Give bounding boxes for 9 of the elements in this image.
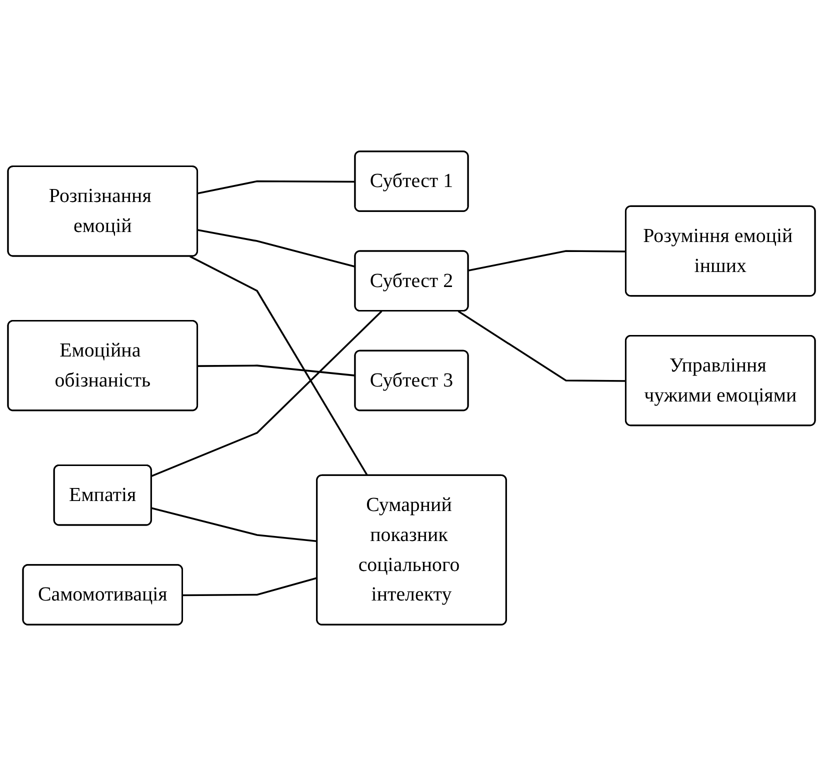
connector xyxy=(151,507,318,542)
connector xyxy=(468,250,626,272)
connector xyxy=(458,310,626,382)
connector xyxy=(190,256,368,476)
connector xyxy=(151,310,382,477)
connector xyxy=(198,180,356,194)
connector xyxy=(198,229,356,268)
connector xyxy=(198,364,356,376)
connector xyxy=(182,577,318,596)
